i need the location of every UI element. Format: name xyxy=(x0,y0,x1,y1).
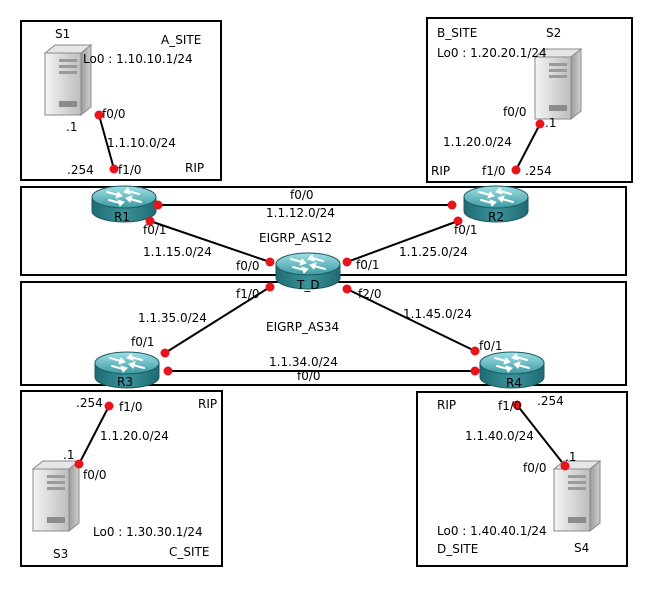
c-site-box xyxy=(20,390,223,567)
d-site-protocol: RIP xyxy=(437,398,456,412)
port-r3-f1-0 xyxy=(104,401,114,411)
port-r2-f0-0 xyxy=(447,200,457,210)
port-s3-f0-0 xyxy=(74,459,84,469)
r1-label: R1 xyxy=(114,210,130,224)
port-r1-f0-1 xyxy=(145,216,155,226)
s4-if-label: f0/0 xyxy=(523,461,547,475)
b-site-protocol: RIP xyxy=(431,164,450,178)
r4-label: R4 xyxy=(506,376,522,390)
link-s4-r4 xyxy=(516,404,566,467)
b-site-title: B_SITE xyxy=(437,26,477,40)
r4-f01-label: f0/1 xyxy=(479,339,503,353)
c-site-title: C_SITE xyxy=(169,545,209,559)
s1-if-label: f0/0 xyxy=(102,107,126,121)
r1-r2-if-label: f0/0 xyxy=(290,188,314,202)
r2-label: R2 xyxy=(488,210,504,224)
s3-label: S3 xyxy=(53,547,68,561)
r2-td-net-label: 1.1.25.0/24 xyxy=(399,245,468,259)
r1-f01-label: f0/1 xyxy=(143,223,167,237)
port-r3-f0-0 xyxy=(163,366,173,376)
r3-f10-ip-label: .254 xyxy=(76,396,103,410)
link-s3-r3 xyxy=(78,405,110,465)
port-r2-f1-0 xyxy=(511,165,521,175)
interface-ports xyxy=(74,110,570,471)
r3-r4-if-label: f0/0 xyxy=(297,369,321,383)
td-f01-label: f0/1 xyxy=(356,258,380,272)
link-r2-td xyxy=(346,220,459,263)
eigrp-as12-label: EIGRP_AS12 xyxy=(259,231,332,245)
link-td-r3 xyxy=(164,286,271,354)
r2-f10-label: f1/0 xyxy=(482,164,506,178)
server-s3-icon[interactable] xyxy=(32,460,80,532)
r3-td-net-label: 1.1.35.0/24 xyxy=(138,311,207,325)
s3-r3-net-label: 1.1.20.0/24 xyxy=(100,429,169,443)
s1-r1-net-label: 1.1.10.0/24 xyxy=(107,136,176,150)
c-site-loopback: Lo0 : 1.30.30.1/24 xyxy=(93,525,203,539)
a-site-box xyxy=(20,20,222,181)
r1-r2-net-label: 1.1.12.0/24 xyxy=(266,206,335,220)
a-site-loopback: Lo0 : 1.10.10.1/24 xyxy=(83,52,193,66)
r1-f10-ip-label: .254 xyxy=(67,163,94,177)
port-td-f0-1 xyxy=(342,257,352,267)
c-site-protocol: RIP xyxy=(198,397,217,411)
port-r1-f1-0 xyxy=(109,164,119,174)
r3-r4-net-label: 1.1.34.0/24 xyxy=(269,355,338,369)
s4-ip-label: .1 xyxy=(565,450,576,464)
link-s2-r2 xyxy=(515,123,541,171)
b-site-loopback: Lo0 : 1.20.20.1/24 xyxy=(437,46,547,60)
port-s2-f0-0 xyxy=(535,119,545,129)
s3-ip-label: .1 xyxy=(63,448,74,462)
port-s1-f0-0 xyxy=(94,110,104,120)
r4-f10-label: f1/0 xyxy=(498,399,522,413)
port-r4-f0-1 xyxy=(470,346,480,356)
r2-f10-ip-label: .254 xyxy=(525,164,552,178)
link-s1-r1 xyxy=(98,114,115,170)
link-td-r4 xyxy=(346,288,476,352)
a-site-title: A_SITE xyxy=(161,33,201,47)
r4-td-net-label: 1.1.45.0/24 xyxy=(403,307,472,321)
r3-f01-label: f0/1 xyxy=(131,335,155,349)
td-f10-label: f1/0 xyxy=(236,287,260,301)
port-r4-f0-0 xyxy=(470,366,480,376)
td-f20-label: f2/0 xyxy=(358,287,382,301)
r1-f10-label: f1/0 xyxy=(118,163,142,177)
r3-f10-label: f1/0 xyxy=(119,400,143,414)
s2-if-label: f0/0 xyxy=(503,105,527,119)
link-r1-td xyxy=(149,220,271,263)
port-r3-f0-1 xyxy=(160,348,170,358)
b-site-box xyxy=(426,17,633,183)
d-site-box xyxy=(416,391,628,567)
td-label: T_D xyxy=(296,278,320,292)
s2-r2-net-label: 1.1.20.0/24 xyxy=(443,135,512,149)
s2-ip-label: .1 xyxy=(545,116,556,130)
td-f00-label: f0/0 xyxy=(236,259,260,273)
server-s4-icon[interactable] xyxy=(553,460,601,532)
s2-label: S2 xyxy=(546,26,561,40)
r2-f01-label: f0/1 xyxy=(454,223,478,237)
r1-td-net-label: 1.1.15.0/24 xyxy=(143,245,212,259)
s1-ip-label: .1 xyxy=(66,120,77,134)
d-site-loopback: Lo0 : 1.40.40.1/24 xyxy=(437,524,547,538)
d-site-title: D_SITE xyxy=(437,542,478,556)
r3-label: R3 xyxy=(117,375,133,389)
s4-r4-net-label: 1.1.40.0/24 xyxy=(465,429,534,443)
s1-label: S1 xyxy=(55,27,70,41)
port-td-f1-0 xyxy=(265,282,275,292)
a-site-protocol: RIP xyxy=(185,161,204,175)
port-s4-f0-0 xyxy=(560,461,570,471)
s4-label: S4 xyxy=(574,541,589,555)
port-r2-f0-1 xyxy=(453,216,463,226)
port-td-f2-0 xyxy=(342,284,352,294)
port-td-f0-0 xyxy=(265,257,275,267)
r4-f10-ip-label: .254 xyxy=(537,394,564,408)
eigrp-as34-label: EIGRP_AS34 xyxy=(266,320,339,334)
port-r4-f1-0 xyxy=(512,400,522,410)
port-r1-f0-0 xyxy=(153,200,163,210)
s3-if-label: f0/0 xyxy=(83,468,107,482)
